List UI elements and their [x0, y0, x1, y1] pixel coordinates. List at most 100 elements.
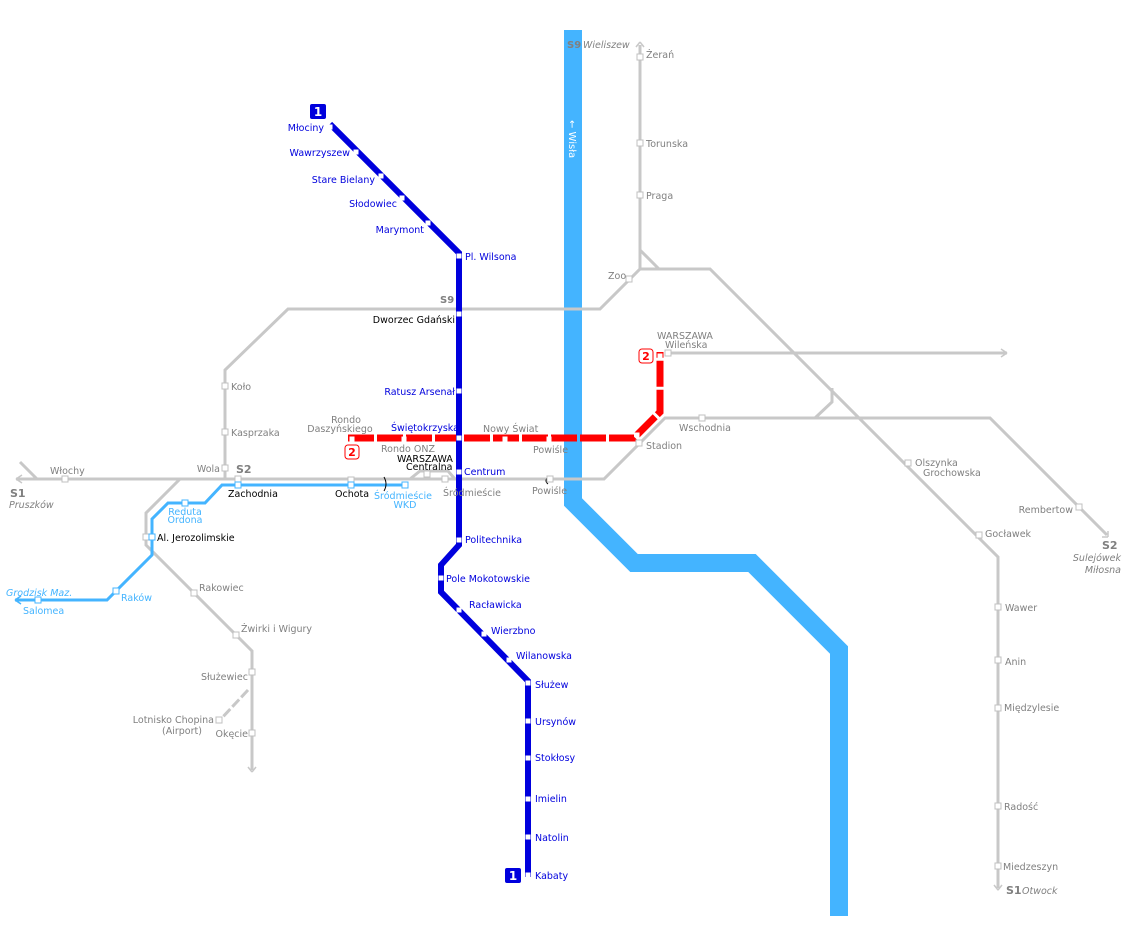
station-label[interactable]: WARSZAWA	[657, 331, 713, 342]
station-label[interactable]: Centrum	[464, 467, 505, 478]
station-label[interactable]: Centralna	[406, 462, 452, 473]
metro-station-marker[interactable]	[425, 220, 431, 226]
station-label[interactable]: Ochota	[335, 489, 369, 500]
rail-station-marker[interactable]	[61, 475, 69, 483]
station-label[interactable]: Stokłosy	[535, 753, 576, 764]
rail-station-marker[interactable]	[994, 656, 1002, 664]
station-label[interactable]: Ratusz Arsenał	[384, 387, 455, 398]
station-label[interactable]: Wawer	[1005, 603, 1037, 614]
station-label[interactable]: Świętokrzyska	[391, 422, 459, 434]
station-label[interactable]: Wschodnia	[679, 423, 731, 434]
rail-station-marker[interactable]	[441, 475, 449, 483]
metro-station-marker[interactable]	[353, 149, 359, 155]
rail-station-marker[interactable]	[664, 349, 672, 357]
station-label[interactable]: WARSZAWA	[397, 454, 453, 465]
rail-station-marker[interactable]	[215, 716, 223, 724]
metro-station-marker[interactable]	[456, 311, 462, 317]
metro-station-marker[interactable]	[525, 796, 531, 802]
station-label[interactable]: Reduta	[168, 507, 202, 518]
station-label[interactable]: (Airport)	[162, 726, 202, 737]
station-label[interactable]: Raków	[121, 593, 152, 604]
station-label[interactable]: Gocławek	[985, 529, 1032, 540]
rail-station-marker[interactable]	[625, 275, 633, 283]
station-label[interactable]: Rondo	[331, 415, 361, 426]
station-label[interactable]: Młociny	[288, 123, 325, 134]
rail-station-marker[interactable]	[221, 382, 229, 390]
station-label[interactable]: Kasprzaka	[231, 428, 280, 439]
station-label[interactable]: Racławicka	[469, 600, 522, 611]
station-label[interactable]: Radość	[1004, 802, 1038, 813]
station-label[interactable]: Stare Bielany	[312, 175, 376, 186]
rail-station-marker[interactable]	[221, 464, 229, 472]
station-label[interactable]: Wilanowska	[516, 651, 572, 662]
metro-station-marker[interactable]	[456, 388, 462, 394]
metro-station-marker[interactable]	[456, 607, 462, 613]
station-label[interactable]: Włochy	[50, 466, 85, 477]
rail-station-marker[interactable]	[904, 459, 912, 467]
station-label[interactable]: Politechnika	[465, 535, 522, 546]
metro-station-marker[interactable]	[401, 436, 407, 442]
metro-station-marker[interactable]	[456, 435, 462, 441]
station-label[interactable]: Żerań	[646, 50, 674, 61]
rail-station-marker[interactable]	[234, 475, 242, 483]
rail-station-marker[interactable]	[636, 139, 644, 147]
station-label[interactable]: Praga	[646, 191, 673, 202]
station-label[interactable]: Wawrzyszew	[290, 148, 351, 159]
station-label[interactable]: Rondo ONZ	[381, 444, 435, 455]
station-label[interactable]: Miedzeszyn	[1003, 862, 1058, 873]
metro-station-marker[interactable]	[525, 755, 531, 761]
station-label[interactable]: Salomea	[23, 606, 64, 617]
metro-station-marker[interactable]	[657, 353, 663, 359]
metro-station-marker[interactable]	[438, 575, 444, 581]
metro-station-marker[interactable]	[546, 436, 552, 442]
station-label[interactable]: WKD	[394, 500, 417, 511]
wkd-station-marker[interactable]	[347, 481, 355, 489]
wkd-station-marker[interactable]	[148, 533, 156, 541]
station-label[interactable]: Okęcie	[215, 729, 248, 740]
metro-station-marker[interactable]	[399, 195, 405, 201]
wkd-station-marker[interactable]	[112, 587, 120, 595]
station-label[interactable]: Powiśle	[533, 445, 568, 456]
station-label[interactable]: Ursynów	[535, 717, 576, 728]
station-label[interactable]: Śródmieście	[374, 490, 432, 502]
station-label[interactable]: Zoo	[608, 271, 626, 282]
station-label[interactable]: Al. Jerozolimskie	[157, 533, 235, 544]
metro-station-marker[interactable]	[378, 173, 384, 179]
station-label[interactable]: Zachodnia	[228, 489, 278, 500]
station-label[interactable]: Imielin	[535, 794, 567, 805]
station-label[interactable]: Rakowiec	[199, 583, 244, 594]
metro-station-marker[interactable]	[481, 631, 487, 637]
station-label[interactable]: Nowy Świat	[483, 423, 539, 435]
station-label[interactable]: Lotnisko Chopina	[133, 715, 214, 726]
wkd-station-marker[interactable]	[401, 481, 409, 489]
station-label[interactable]: Anin	[1005, 657, 1026, 668]
wkd-station-marker[interactable]	[181, 499, 189, 507]
rail-station-marker[interactable]	[994, 603, 1002, 611]
station-label[interactable]: Dworzec Gdański	[373, 315, 455, 326]
station-label[interactable]: Służewiec	[201, 672, 248, 683]
station-label[interactable]: Międzylesie	[1004, 703, 1059, 714]
metro-station-marker[interactable]	[456, 537, 462, 543]
station-label[interactable]: Słodowiec	[349, 199, 397, 210]
metro-station-marker[interactable]	[525, 834, 531, 840]
metro-station-marker[interactable]	[349, 436, 355, 442]
rail-station-marker[interactable]	[994, 704, 1002, 712]
station-label[interactable]: Wileńska	[665, 340, 707, 351]
station-label[interactable]: Pole Mokotowskie	[446, 574, 530, 585]
metro-station-marker[interactable]	[525, 872, 531, 878]
rail-station-marker[interactable]	[248, 668, 256, 676]
rail-station-marker[interactable]	[636, 53, 644, 61]
station-label[interactable]: Wola	[197, 464, 220, 475]
metro-station-marker[interactable]	[634, 432, 640, 438]
station-label[interactable]: Śródmieście	[443, 487, 501, 499]
rail-station-marker[interactable]	[994, 802, 1002, 810]
rail-station-marker[interactable]	[994, 862, 1002, 870]
station-label[interactable]: Koło	[231, 382, 251, 393]
rail-station-marker[interactable]	[635, 439, 643, 447]
metro-station-marker[interactable]	[327, 124, 333, 130]
station-label[interactable]: Żwirki i Wigury	[241, 624, 312, 635]
rail-station-marker[interactable]	[248, 729, 256, 737]
station-label[interactable]: Marymont	[376, 225, 425, 236]
metro-station-marker[interactable]	[456, 469, 462, 475]
rail-station-marker[interactable]	[1075, 503, 1083, 511]
